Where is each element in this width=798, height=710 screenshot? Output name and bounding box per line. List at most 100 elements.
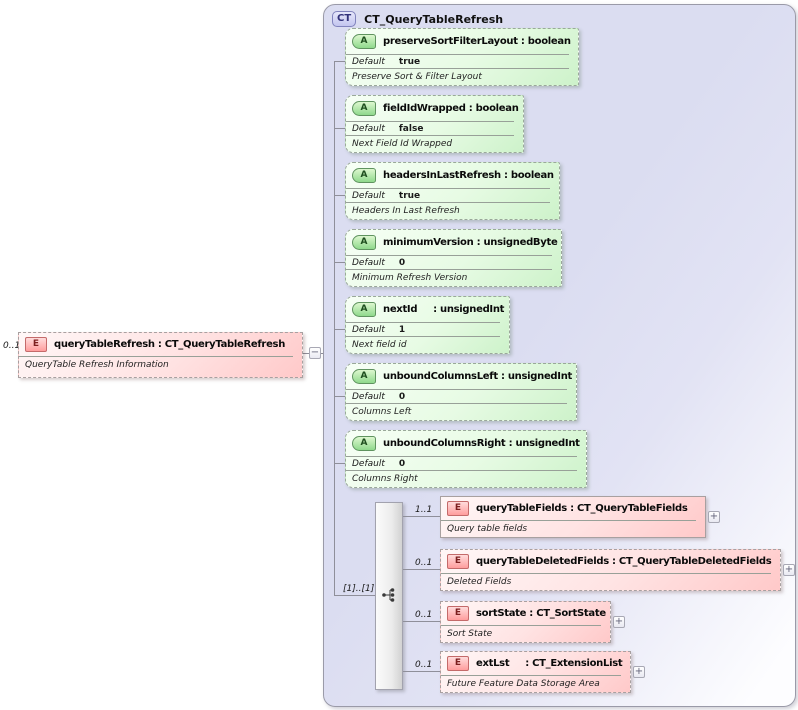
attribute-doc: Columns Left <box>352 407 412 417</box>
element-title: queryTableDeletedFields : CT_QueryTableD… <box>476 556 772 567</box>
stub-line <box>334 463 345 464</box>
element-doc: Future Feature Data Storage Area <box>447 679 600 689</box>
divider <box>441 625 601 626</box>
element-cardinality-label: 0..1 <box>415 660 433 670</box>
attribute-doc: Next Field Id Wrapped <box>352 139 453 149</box>
default-value: 0 <box>398 391 406 402</box>
stub-line <box>334 195 345 196</box>
default-value: 0 <box>398 257 406 268</box>
attribute-badge-icon: A <box>352 101 376 116</box>
divider <box>346 188 550 189</box>
divider <box>346 456 577 457</box>
attribute-title: headersInLastRefresh : boolean <box>383 170 554 181</box>
divider <box>346 403 567 404</box>
attribute-doc: Preserve Sort & Filter Layout <box>352 72 482 82</box>
divider <box>441 520 696 521</box>
element-badge-icon: E <box>447 501 469 516</box>
attribute-badge-icon: A <box>352 369 376 384</box>
element-badge-icon: E <box>447 656 469 671</box>
stub-line <box>334 61 345 62</box>
element-badge-icon: E <box>25 337 47 352</box>
default-value: true <box>398 56 421 67</box>
divider <box>19 356 293 357</box>
divider <box>346 255 552 256</box>
expand-toggle-icon[interactable]: + <box>613 616 625 628</box>
divider <box>346 269 552 270</box>
trunk-line <box>334 61 335 596</box>
default-value: 1 <box>398 324 406 335</box>
root-element-doc: QueryTable Refresh Information <box>25 360 169 370</box>
stub-line <box>334 329 345 330</box>
element-badge-icon: E <box>447 554 469 569</box>
stub-line <box>334 262 345 263</box>
attribute-badge-icon: A <box>352 235 376 250</box>
divider <box>346 389 567 390</box>
divider <box>441 675 621 676</box>
attribute-title: fieldIdWrapped : boolean <box>383 103 519 114</box>
divider <box>346 470 577 471</box>
element-title: extLst : CT_ExtensionList <box>476 658 623 669</box>
element-doc: Sort State <box>447 629 493 639</box>
branch-line <box>403 569 440 570</box>
divider <box>346 68 569 69</box>
element-badge-icon: E <box>447 606 469 621</box>
attribute-doc: Minimum Refresh Version <box>352 273 468 283</box>
sequence-connector-line <box>334 595 375 596</box>
attribute-title: unboundColumnsRight : unsignedInt <box>383 438 580 449</box>
divider <box>346 121 514 122</box>
stub-line <box>334 128 345 129</box>
default-label: Default <box>352 190 385 201</box>
divider <box>346 54 569 55</box>
element-cardinality-label: 0..1 <box>415 610 433 620</box>
attribute-badge-icon: A <box>352 436 376 451</box>
attribute-badge-icon: A <box>352 34 376 49</box>
expand-toggle-icon[interactable]: + <box>633 666 645 678</box>
default-label: Default <box>352 123 385 134</box>
complex-type-title: CT_QueryTableRefresh <box>364 12 504 26</box>
element-title: sortState : CT_SortState <box>476 608 606 619</box>
complex-type-badge-icon: CT <box>332 11 357 27</box>
element-title: queryTableFields : CT_QueryTableFields <box>476 503 688 514</box>
sequence-icon <box>382 588 395 602</box>
attribute-title: preserveSortFilterLayout : boolean <box>383 36 571 47</box>
default-label: Default <box>352 458 385 469</box>
attribute-badge-icon: A <box>352 302 376 317</box>
divider <box>346 336 500 337</box>
attribute-title: nextId : unsignedInt <box>383 304 505 315</box>
divider <box>346 322 500 323</box>
branch-line <box>403 516 440 517</box>
attribute-doc: Next field id <box>352 340 407 350</box>
root-element-box[interactable]: E queryTableRefresh : CT_QueryTableRefre… <box>18 332 303 378</box>
default-label: Default <box>352 56 385 67</box>
default-label: Default <box>352 391 385 402</box>
stub-line <box>334 396 345 397</box>
root-element-title: queryTableRefresh : CT_QueryTableRefresh <box>54 339 286 350</box>
element-cardinality-label: 0..1 <box>415 558 433 568</box>
root-cardinality-label: 0..1 <box>3 341 21 351</box>
default-label: Default <box>352 324 385 335</box>
element-doc: Deleted Fields <box>447 577 512 587</box>
complex-type-header: CT CT_QueryTableRefresh <box>332 11 503 27</box>
collapse-toggle-icon[interactable]: − <box>309 347 321 359</box>
attribute-title: minimumVersion : unsignedByte <box>383 237 558 248</box>
divider <box>346 135 514 136</box>
expand-toggle-icon[interactable]: + <box>708 511 720 523</box>
divider <box>346 202 550 203</box>
default-value: false <box>398 123 424 134</box>
branch-line <box>403 671 440 672</box>
default-value: 0 <box>398 458 406 469</box>
branch-line <box>403 621 440 622</box>
default-value: true <box>398 190 421 201</box>
element-doc: Query table fields <box>447 524 528 534</box>
expand-toggle-icon[interactable]: + <box>783 564 795 576</box>
